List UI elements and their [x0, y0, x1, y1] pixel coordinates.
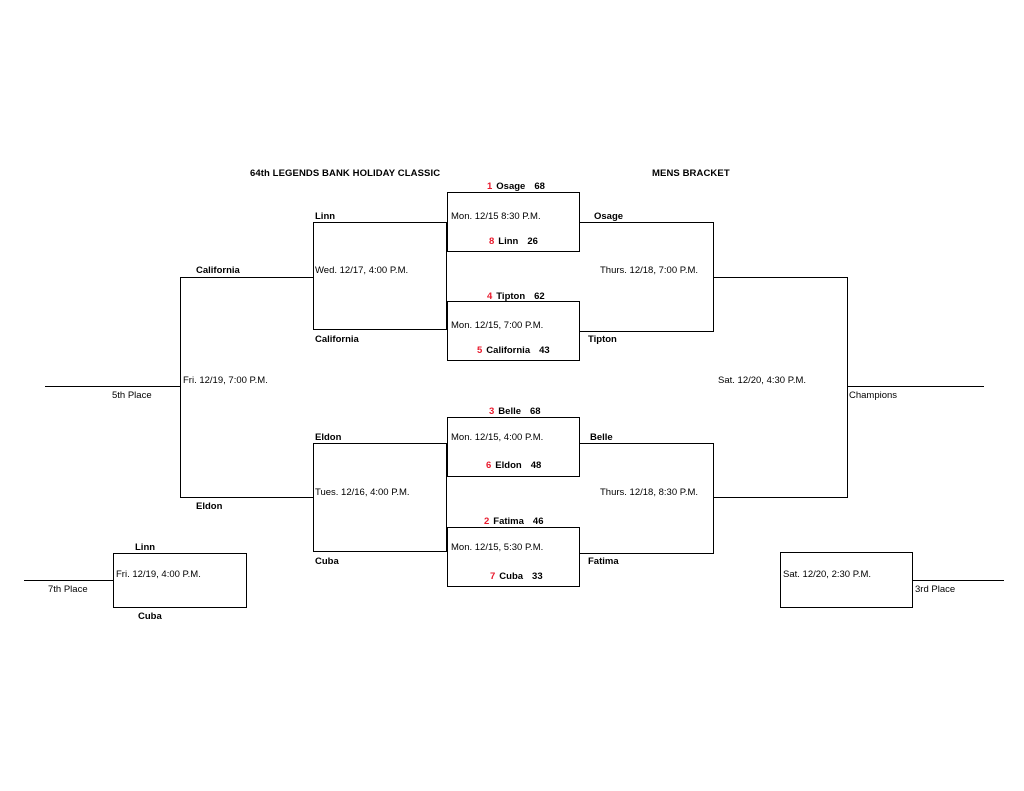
cons1-top-team: Linn: [315, 211, 336, 222]
third-place-label: 3rd Place: [915, 584, 956, 595]
cons1-time: Wed. 12/17, 4:00 P.M.: [315, 265, 409, 276]
qf2-winner-label: Tipton: [588, 334, 617, 345]
fifth-place-time: Fri. 12/19, 7:00 P.M.: [183, 375, 268, 386]
qf2-bottom-score: 43: [539, 345, 550, 356]
cons2-time: Tues. 12/16, 4:00 P.M.: [315, 487, 410, 498]
third-place-line: [913, 580, 1004, 581]
seventh-place-label: 7th Place: [48, 584, 88, 595]
semifinal-2-connector: [713, 443, 714, 554]
fifth-place-connector: [180, 277, 181, 498]
qf1-bottom-team: Linn: [498, 236, 519, 247]
final-bottom-feed: [713, 497, 847, 498]
sf1-time: Thurs. 12/18, 7:00 P.M.: [600, 265, 699, 276]
bracket-title: MENS BRACKET: [652, 168, 730, 179]
cons2-winner-line: [180, 497, 313, 498]
final-connector: [847, 277, 848, 498]
qf3-top-score: 68: [530, 406, 541, 417]
cons1-bottom-team: California: [315, 334, 359, 345]
cons2-bottom-team: Cuba: [315, 556, 339, 567]
sf2-time: Thurs. 12/18, 8:30 P.M.: [600, 487, 699, 498]
third-place-match-box[interactable]: [780, 552, 913, 608]
cons1-winner-line: [180, 277, 313, 278]
qf1-top-seed: 1: [487, 181, 493, 192]
qf4-winner-line: [580, 553, 713, 554]
qf2-bottom-seed: 5: [477, 345, 483, 356]
fifth-place-line: [45, 386, 180, 387]
qf3-bottom-score: 48: [530, 460, 542, 471]
cons1-winner-label: California: [196, 265, 240, 276]
qf3-top-seed: 3: [489, 406, 495, 417]
quarterfinal-match-box-4[interactable]: [447, 527, 580, 587]
qf2-bottom-team: California: [486, 345, 531, 356]
champions-line: [847, 386, 984, 387]
final-time: Sat. 12/20, 4:30 P.M.: [718, 375, 807, 386]
qf3-winner-line: [580, 443, 713, 444]
qf2-winner-line: [580, 331, 713, 332]
qf4-bottom-team: Cuba: [499, 571, 524, 582]
qf4-winner-label: Fatima: [588, 556, 619, 567]
quarterfinal-match-box-1[interactable]: [447, 192, 580, 252]
qf1-time: Mon. 12/15 8:30 P.M.: [451, 211, 541, 222]
cons2-top-team: Eldon: [315, 432, 342, 443]
seventh-place-bottom-team: Cuba: [138, 611, 162, 622]
qf2-top-team: Tipton: [496, 291, 526, 302]
qf2-top-seed: 4: [487, 291, 493, 302]
qf4-top-team: Fatima: [493, 516, 524, 527]
qf3-top-team: Belle: [498, 406, 522, 417]
qf4-bottom-score: 33: [532, 571, 543, 582]
seventh-place-line: [24, 580, 113, 581]
seventh-place-match-box[interactable]: [113, 553, 247, 608]
final-top-feed: [713, 277, 847, 278]
fifth-place-label: 5th Place: [112, 390, 152, 401]
qf4-top-seed: 2: [484, 516, 490, 527]
champions-label: Champions: [849, 390, 898, 401]
cons2-winner-label: Eldon: [196, 501, 223, 512]
qf4-bottom-seed: 7: [490, 571, 496, 582]
tournament-title: 64th LEGENDS BANK HOLIDAY CLASSIC: [250, 168, 441, 179]
qf1-bottom-seed: 8: [489, 236, 495, 247]
qf2-time: Mon. 12/15, 7:00 P.M.: [451, 320, 544, 331]
third-place-time: Sat. 12/20, 2:30 P.M.: [783, 569, 872, 580]
qf3-winner-label: Belle: [590, 432, 613, 443]
qf1-winner-line: [580, 222, 713, 223]
qf2-top-score: 62: [534, 291, 545, 302]
qf3-bottom-seed: 6: [486, 460, 492, 471]
qf1-top-score: 68: [534, 181, 545, 192]
qf1-top-team: Osage: [496, 181, 526, 192]
qf3-time: Mon. 12/15, 4:00 P.M.: [451, 432, 544, 443]
qf3-bottom-team: Eldon: [495, 460, 522, 471]
qf4-time: Mon. 12/15, 5:30 P.M.: [451, 542, 544, 553]
consolation-match-box-2[interactable]: [313, 443, 447, 552]
qf1-bottom-score: 26: [527, 236, 538, 247]
quarterfinal-match-box-3[interactable]: [447, 417, 580, 477]
qf1-winner-label: Osage: [594, 211, 624, 222]
seventh-place-time: Fri. 12/19, 4:00 P.M.: [116, 569, 201, 580]
seventh-place-top-team: Linn: [135, 542, 156, 553]
qf4-top-score: 46: [532, 516, 544, 527]
quarterfinal-match-box-2[interactable]: [447, 301, 580, 361]
consolation-match-box-1[interactable]: [313, 222, 447, 330]
